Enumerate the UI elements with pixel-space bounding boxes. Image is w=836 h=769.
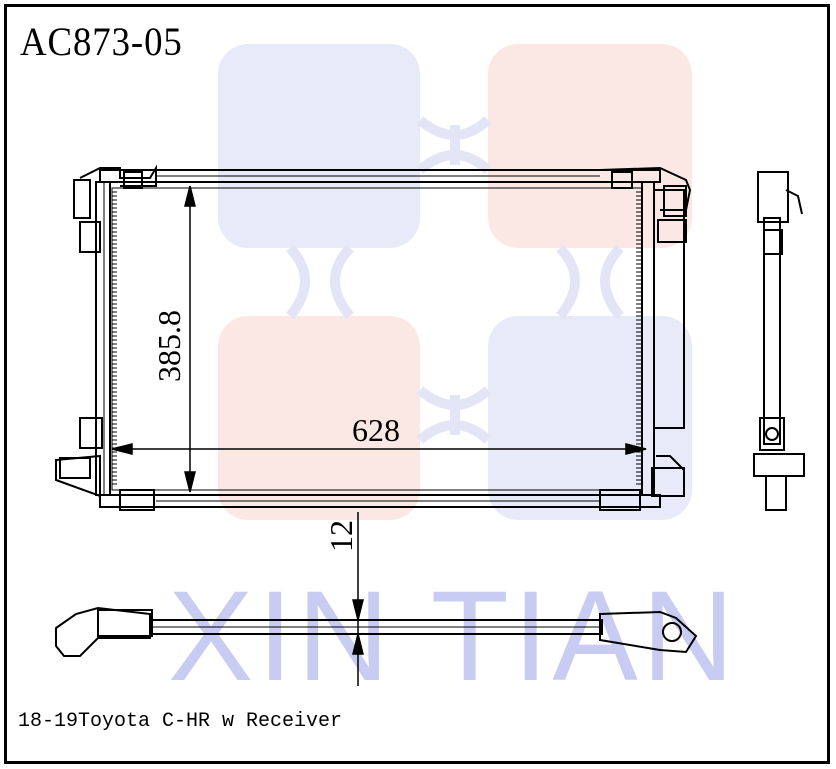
vehicle-caption: 18-19Toyota C-HR w Receiver xyxy=(18,710,343,733)
part-number-title: AC873-05 xyxy=(20,19,183,64)
core-fins xyxy=(112,191,641,485)
drawing-frame xyxy=(4,4,830,764)
width-dimension-label: 628 xyxy=(352,412,400,448)
condenser-top-view xyxy=(55,606,698,657)
height-dimension xyxy=(184,185,196,493)
thickness-dimension xyxy=(352,512,364,686)
watermark-text: XIN TIAN xyxy=(168,565,738,708)
condenser-front-view xyxy=(55,164,692,511)
thickness-dimension-label: 12 xyxy=(323,520,359,552)
condenser-side-view xyxy=(753,171,805,511)
height-dimension-label: 385.8 xyxy=(151,310,187,382)
width-dimension xyxy=(111,443,647,455)
